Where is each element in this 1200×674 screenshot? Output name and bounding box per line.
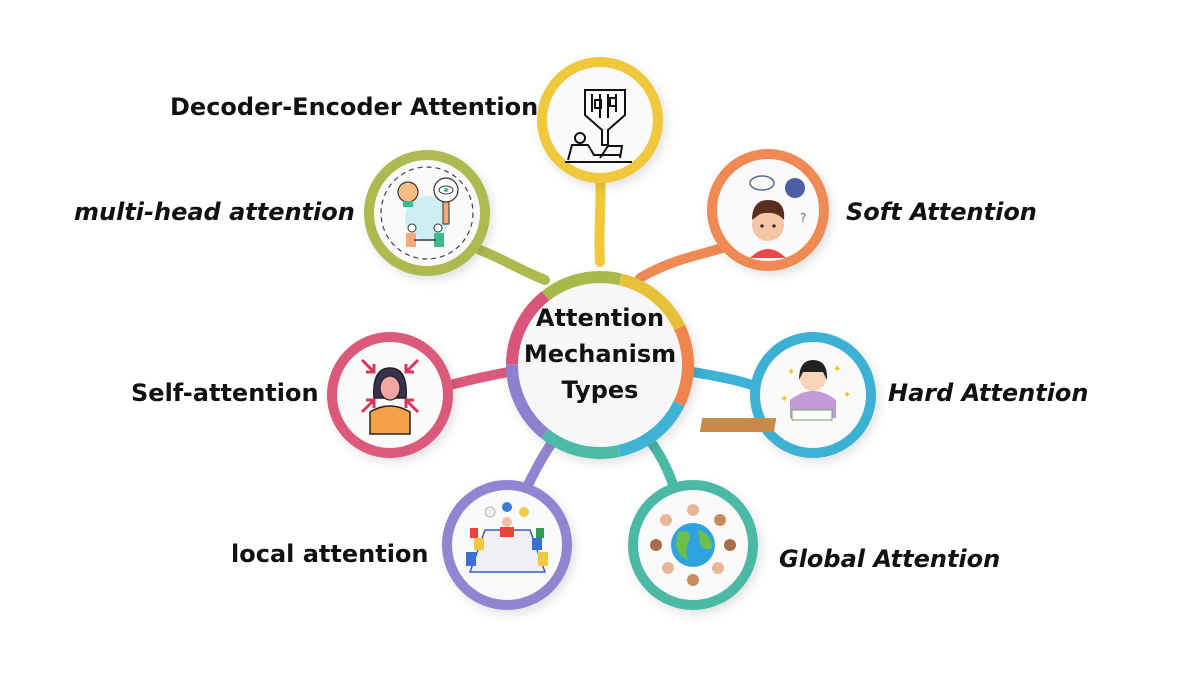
data-funnel-worker-icon <box>565 89 632 163</box>
label-hard: Hard Attention <box>888 379 1089 407</box>
confused-boy-icon: ? <box>749 175 806 258</box>
connector-soft <box>635 243 727 283</box>
svg-text:?: ? <box>800 211 806 225</box>
label-self: Self-attention <box>131 379 319 407</box>
meeting-table-icon <box>466 502 548 573</box>
svg-text:✦: ✦ <box>787 367 795 378</box>
label-multi-head: multi-head attention <box>74 198 355 226</box>
label-decoder-encoder: Decoder-Encoder Attention <box>170 93 539 121</box>
svg-text:✦: ✦ <box>843 390 851 401</box>
globe-people-icon <box>650 504 736 586</box>
label-local: local attention <box>231 540 429 568</box>
connector-multi-head <box>475 245 550 285</box>
center-title-line-1: Attention <box>535 304 665 332</box>
center-title-line-2: Mechanism <box>523 340 677 368</box>
svg-text:✦: ✦ <box>780 394 788 405</box>
focused-woman-icon <box>360 358 420 435</box>
label-soft: Soft Attention <box>846 198 1037 226</box>
label-global: Global Attention <box>779 545 1001 573</box>
idea-eye-meeting-icon <box>380 166 474 260</box>
center-hub <box>506 271 694 459</box>
studying-girl-icon: ✦ ✦ ✦ ✦ <box>699 360 851 432</box>
center-title: Attention Mechanism Types <box>510 300 690 408</box>
node-decoder-encoder <box>537 57 663 183</box>
svg-text:✦: ✦ <box>833 364 841 375</box>
connector-decoder-encoder <box>594 170 606 267</box>
center-title-line-3: Types <box>561 376 639 404</box>
